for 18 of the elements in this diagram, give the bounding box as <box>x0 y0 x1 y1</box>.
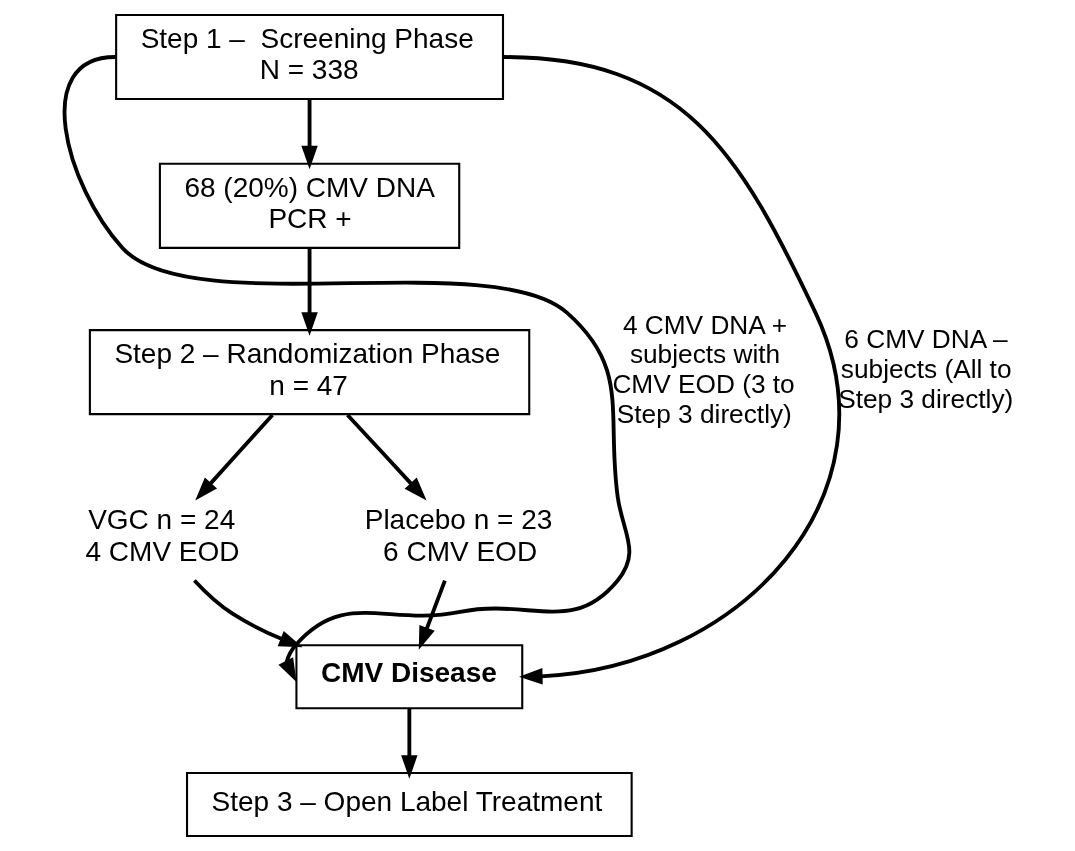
arrow <box>503 55 841 685</box>
edge-label: 6 CMV DNA – subjects (All to Step 3 directly) <box>837 324 1013 414</box>
arrow <box>194 413 274 501</box>
node-box: 68 (20%) CMV DNA PCR + <box>158 162 460 249</box>
arrow <box>62 55 631 682</box>
arrow <box>418 579 447 650</box>
node-box: Step 1 – Screening Phase N = 338 <box>114 13 504 101</box>
node-text: Placebo n = 23 6 CMV EOD <box>364 504 552 567</box>
node-box: Step 2 – Randomization Phase n = 47 <box>88 329 530 416</box>
edge-label: 4 CMV DNA + subjects with CMV EOD (3 to Step 3 directly) <box>611 309 795 429</box>
arrow <box>300 248 318 336</box>
arrow <box>345 413 427 501</box>
arrow <box>400 708 418 779</box>
arrow <box>192 579 303 648</box>
node-text: VGC n = 24 4 CMV EOD <box>85 504 240 567</box>
arrow <box>300 99 318 170</box>
node-box: Step 3 – Open Label Treatment <box>185 771 633 838</box>
node-box: CMV Disease <box>294 644 523 710</box>
